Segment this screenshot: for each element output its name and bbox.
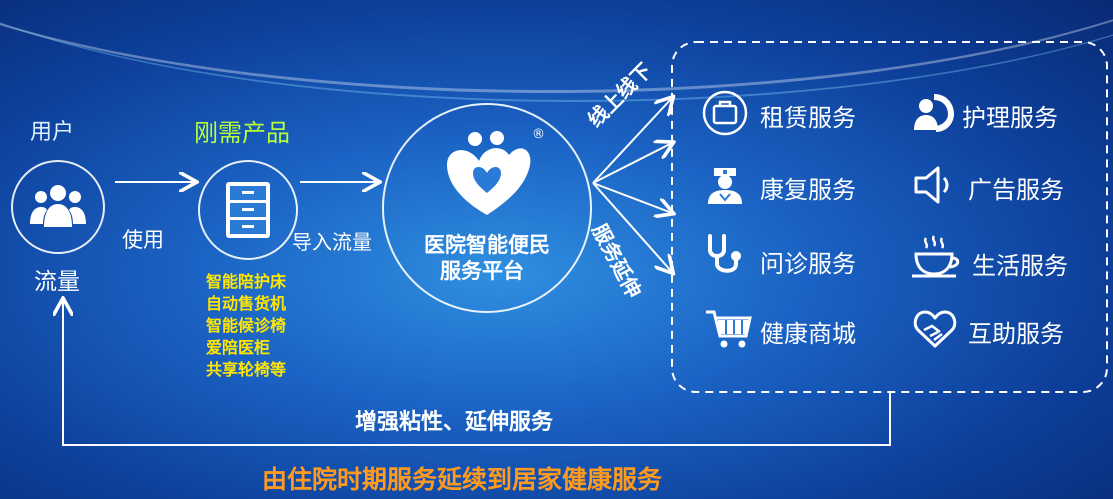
arrow-platform-to-services-4 bbox=[592, 182, 672, 272]
loop-label: 增强粘性、延伸服务 bbox=[355, 410, 554, 435]
service-label-mutual-aid: 互助服务 bbox=[968, 320, 1064, 348]
product-item: 自动售货机 bbox=[206, 294, 287, 313]
product-item: 爱陪医柜 bbox=[206, 338, 271, 357]
platform-name-line2: 服务平台 bbox=[440, 259, 524, 283]
handshake-icon bbox=[913, 310, 957, 348]
nursing-profile-icon bbox=[914, 94, 954, 132]
service-label-health-mall: 健康商城 bbox=[760, 320, 856, 348]
shopping-cart-icon bbox=[706, 310, 752, 348]
registered-mark: ® bbox=[532, 127, 545, 142]
speaker-icon bbox=[914, 166, 949, 204]
cabinet-icon bbox=[226, 182, 270, 238]
service-label-nursing: 护理服务 bbox=[962, 104, 1058, 132]
platform-heart-logo-icon bbox=[447, 131, 531, 215]
feedback-loop-arrow bbox=[63, 300, 891, 446]
product-title: 刚需产品 bbox=[194, 119, 290, 147]
background-light-swoosh bbox=[0, 0, 1113, 102]
arrow-platform-to-services-1 bbox=[592, 98, 672, 184]
stethoscope-icon bbox=[708, 234, 741, 273]
service-label-consultation: 问诊服务 bbox=[760, 250, 856, 278]
bottom-caption: 由住院时期服务延续到居家健康服务 bbox=[262, 465, 663, 494]
product-circle bbox=[198, 160, 298, 260]
service-label-rehab: 康复服务 bbox=[760, 176, 856, 204]
arrow-platform-to-services-3 bbox=[592, 182, 672, 213]
briefcase-icon bbox=[702, 90, 748, 136]
platform-name-line1: 医院智能便民 bbox=[424, 233, 550, 257]
coffee-cup-icon bbox=[912, 235, 960, 278]
traffic-label: 流量 bbox=[34, 269, 80, 295]
service-label-rental: 租赁服务 bbox=[760, 104, 856, 132]
platform-circle: ® 医院智能便民 服务平台 bbox=[382, 103, 592, 313]
product-item: 共享轮椅等 bbox=[206, 360, 287, 379]
service-label-advertising: 广告服务 bbox=[968, 176, 1064, 204]
user-label: 用户 bbox=[30, 120, 75, 145]
product-item: 智能候诊椅 bbox=[206, 316, 287, 335]
import-traffic-label: 导入流量 bbox=[292, 230, 372, 254]
arrow-platform-to-services-2 bbox=[592, 143, 672, 184]
user-circle bbox=[11, 160, 105, 254]
service-label-lifestyle: 生活服务 bbox=[972, 252, 1068, 280]
use-label: 使用 bbox=[122, 228, 164, 252]
users-group-icon bbox=[30, 185, 86, 227]
product-item: 智能陪护床 bbox=[206, 272, 287, 291]
nurse-icon bbox=[708, 168, 742, 204]
